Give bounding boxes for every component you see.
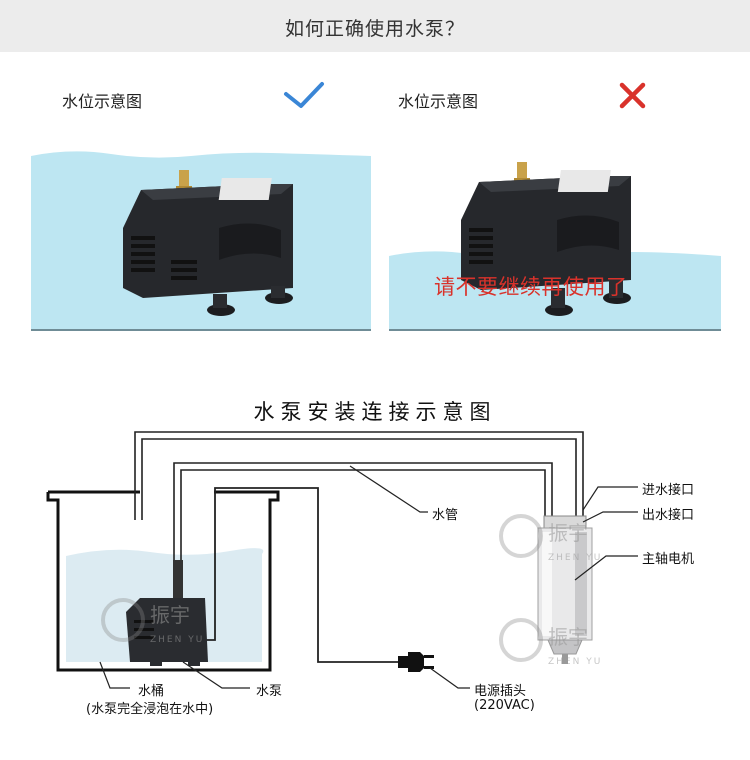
- plug-icon: [398, 652, 434, 672]
- water-pump-submerged: [123, 170, 293, 316]
- watermark-brand-3: 振宇: [548, 625, 588, 649]
- watermark-brand-1: 振宇: [150, 603, 190, 627]
- label-bucket-note: (水泵完全浸泡在水中): [86, 702, 214, 717]
- panel-correct-label: 水位示意图: [62, 92, 143, 111]
- water-pipe: [134, 431, 584, 560]
- label-plug: 电源插头: [474, 684, 527, 699]
- watermark-brand-2: 振宇: [548, 521, 588, 545]
- page-title: 如何正确使用水泵？: [284, 18, 465, 40]
- watermark-latin-2: ZHEN YU: [548, 553, 602, 563]
- panel-wrong-label: 水位示意图: [398, 92, 479, 111]
- label-voltage: (220VAC): [474, 698, 535, 713]
- power-cable: [205, 487, 398, 663]
- label-outlet: 出水接口: [642, 508, 695, 523]
- bucket: [46, 490, 280, 672]
- watermark-latin-3: ZHEN YU: [548, 657, 602, 667]
- label-inlet: 进水接口: [642, 483, 695, 498]
- panel-wrong-water-level: [389, 148, 721, 331]
- warning-text: 请不要继续再使用了: [434, 275, 628, 299]
- diagram-title: 水泵安装连接示意图: [253, 400, 497, 424]
- spindle-motor: [537, 515, 593, 664]
- correct-water-illustration: [31, 151, 371, 331]
- brand-watermark: [101, 514, 543, 662]
- panel-correct-water-level: [31, 148, 371, 331]
- label-spindle: 主轴电机: [642, 552, 695, 567]
- label-pipe: 水管: [432, 508, 459, 523]
- watermark-latin-1: ZHEN YU: [150, 635, 204, 645]
- page-header: 如何正确使用水泵？: [0, 0, 750, 52]
- wrong-water-illustration: [389, 162, 721, 331]
- water-pump-exposed: [461, 162, 631, 316]
- label-pump: 水泵: [256, 684, 283, 699]
- label-leaders: [99, 465, 638, 689]
- submerged-pump: [126, 560, 208, 666]
- label-bucket: 水桶: [138, 684, 165, 699]
